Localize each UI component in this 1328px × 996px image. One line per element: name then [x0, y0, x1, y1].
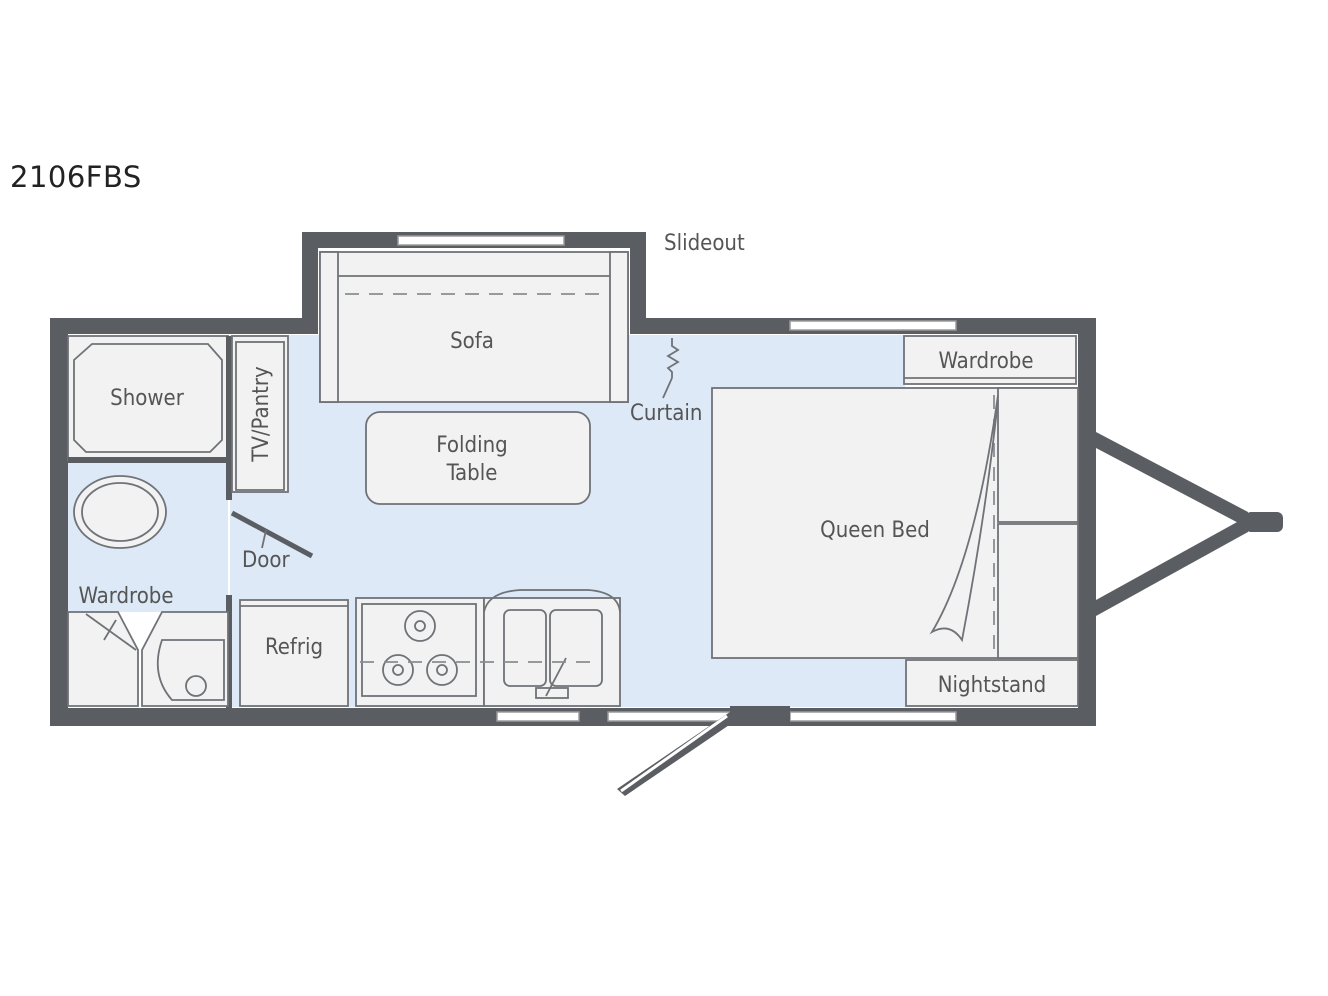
tv-pantry: TV/Pantry	[231, 335, 289, 493]
curtain-label: Curtain	[630, 401, 702, 426]
nightstand: Nightstand	[905, 659, 1079, 707]
wardrobe-front-label: Wardrobe	[938, 349, 1033, 374]
folding-table: Folding Table	[365, 411, 591, 505]
toilet	[73, 475, 167, 549]
shower: Shower	[67, 335, 229, 461]
wardrobe-front: Wardrobe	[903, 335, 1077, 385]
nightstand-label: Nightstand	[938, 673, 1047, 698]
wardrobe-rear-label: Wardrobe	[78, 584, 173, 609]
bath-side-wall	[226, 336, 232, 500]
bath-door: Door	[230, 510, 314, 573]
folding-table-label-line2: Table	[446, 461, 498, 486]
sofa: Sofa	[319, 251, 629, 403]
queen-bed: Queen Bed	[711, 387, 1079, 659]
tv-pantry-label: TV/Pantry	[249, 366, 274, 463]
wardrobe-rear: Wardrobe	[67, 584, 229, 707]
entry-door	[617, 706, 790, 796]
hitch	[1096, 432, 1283, 616]
refrigerator: Refrig	[239, 599, 349, 707]
folding-table-label-line1: Folding	[436, 433, 507, 458]
bath-divider-wall	[68, 457, 230, 463]
bath-lower-wall	[226, 595, 232, 708]
refrig-label: Refrig	[265, 635, 323, 660]
sofa-label: Sofa	[450, 329, 494, 354]
bath-sink	[156, 639, 225, 701]
cooktop	[355, 597, 485, 707]
queen-bed-label: Queen Bed	[820, 518, 930, 543]
model-title: 2106FBS	[10, 160, 142, 194]
curtain: Curtain	[630, 338, 702, 426]
door-label: Door	[242, 548, 290, 573]
kitchen-sink	[483, 589, 621, 707]
slideout-label: Slideout	[664, 231, 745, 256]
shower-label: Shower	[110, 386, 185, 411]
windows	[397, 235, 957, 722]
